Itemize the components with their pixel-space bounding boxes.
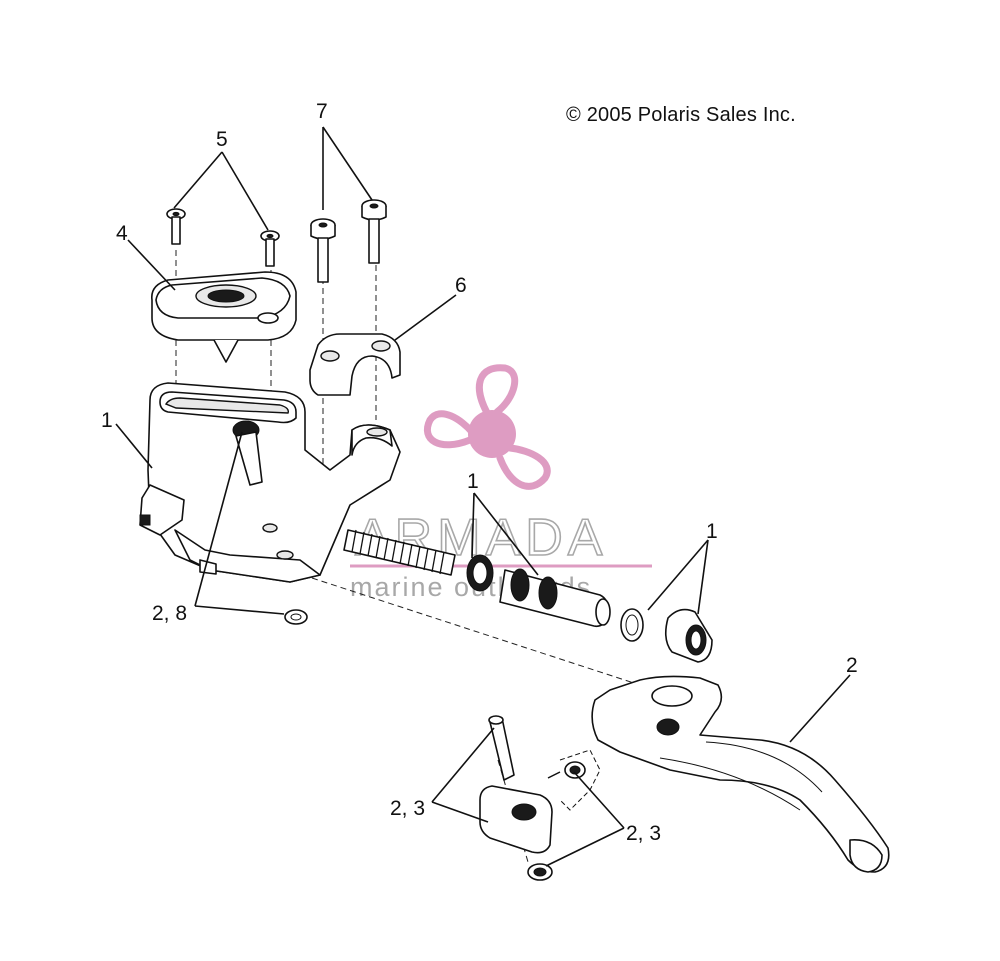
callouts: 7 5 4 6 1 1 1 2, 8 2 2, 3 2, 3 xyxy=(101,100,858,845)
copyright-notice: © 2005 Polaris Sales Inc. xyxy=(566,104,796,126)
watermark: ARMADA marine outboards xyxy=(350,364,652,602)
piston-cup-seal xyxy=(466,554,494,592)
retaining-clip xyxy=(284,609,308,625)
piston-spring xyxy=(343,529,456,576)
callout-1-reservoir: 1 xyxy=(101,409,113,432)
clamp-bolt-right xyxy=(361,199,387,264)
callout-6: 6 xyxy=(455,274,467,297)
cap-screw-left xyxy=(166,208,186,245)
brake-switch-pin xyxy=(232,420,263,486)
callout-7: 7 xyxy=(316,100,328,123)
pivot-pin xyxy=(488,715,515,781)
e-clip xyxy=(527,863,553,881)
callout-5: 5 xyxy=(216,128,228,151)
callout-1-piston: 1 xyxy=(467,470,479,493)
master-cylinder-body xyxy=(139,382,401,583)
cap-screw-right xyxy=(260,230,280,267)
handlebar-clamp xyxy=(309,333,401,396)
washer xyxy=(620,608,644,642)
propeller-logo-icon xyxy=(424,364,551,490)
leader-lines xyxy=(115,126,851,867)
callout-1-boot: 1 xyxy=(706,520,718,543)
callout-4: 4 xyxy=(116,222,128,245)
pivot-block xyxy=(479,785,553,854)
brake-lever xyxy=(591,675,890,873)
callout-2-3-left: 2, 3 xyxy=(390,797,425,820)
return-spring xyxy=(547,749,601,811)
reservoir-cap xyxy=(151,271,297,363)
piston xyxy=(499,568,611,628)
callout-2-8: 2, 8 xyxy=(152,602,187,625)
callout-2-lever: 2 xyxy=(846,654,858,677)
dust-boot xyxy=(664,608,713,663)
clamp-bolt-left xyxy=(310,218,336,283)
callout-2-3-right: 2, 3 xyxy=(626,822,661,845)
